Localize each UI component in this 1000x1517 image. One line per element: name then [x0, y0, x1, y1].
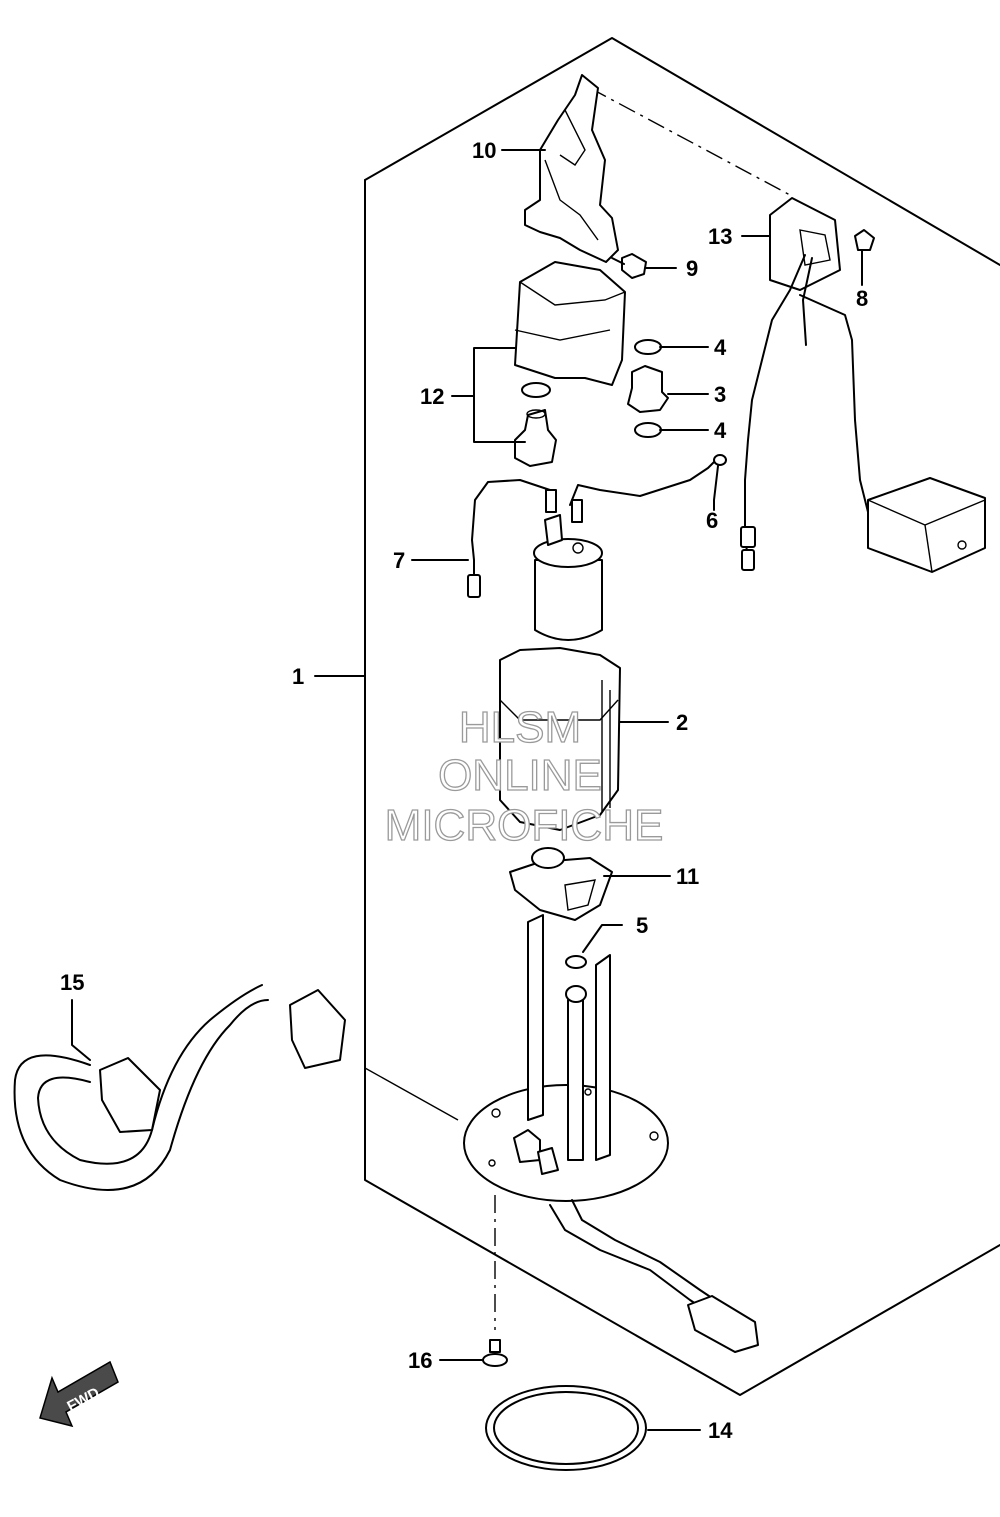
callout-5: 5: [636, 913, 648, 938]
callout-14: 14: [708, 1418, 733, 1443]
sender-bracket-part: [740, 197, 841, 571]
callout-13: 13: [708, 224, 732, 249]
bolt-9-part: [611, 253, 647, 279]
fuel-pump-motor: [533, 514, 603, 641]
callout-2: 2: [676, 710, 688, 735]
lead-wires: [467, 454, 727, 598]
callout-7: 7: [393, 548, 405, 573]
callout-labels: 1 2 3 4 4 5 6 7 8 9 10 11 12 13 14 15 16: [60, 138, 868, 1443]
fuel-level-float: [799, 294, 986, 573]
callout-15: 15: [60, 970, 84, 995]
watermark-line-3: MICROFICHE: [385, 801, 664, 850]
valve-and-orings: [627, 339, 669, 438]
bolt-8-part: [854, 229, 875, 251]
pump-flange-base: [463, 914, 759, 1353]
callout-leaders: [71, 149, 863, 1431]
bracket-part: [524, 74, 619, 263]
alignment-lines: [364, 87, 791, 1330]
callout-3: 3: [714, 382, 726, 407]
callout-8: 8: [856, 286, 868, 311]
watermark: HLSM ONLINE MICROFICHE: [384, 702, 664, 850]
screw-16-part: [482, 1339, 508, 1367]
watermark-line-1: HLSM: [459, 703, 581, 752]
callout-1: 1: [292, 664, 304, 689]
watermark-line-2: ONLINE: [438, 751, 602, 800]
gasket-ring-part: [485, 1385, 647, 1471]
callout-4-upper: 4: [714, 335, 727, 360]
assembly-outline: [364, 37, 1000, 1396]
oring-5-part: [565, 955, 587, 969]
callout-12: 12: [420, 384, 444, 409]
fuel-filter-part: [509, 847, 613, 921]
callout-4-lower: 4: [714, 418, 727, 443]
fwd-arrow-icon: FWD: [39, 1360, 119, 1428]
fuel-hose-part: [13, 984, 346, 1191]
callout-9: 9: [686, 256, 698, 281]
pump-holder-part: [499, 647, 621, 831]
callout-16: 16: [408, 1348, 432, 1373]
callout-10: 10: [472, 138, 496, 163]
callout-6: 6: [706, 508, 718, 533]
pressure-regulator-part: [514, 261, 626, 467]
callout-11: 11: [676, 864, 699, 889]
